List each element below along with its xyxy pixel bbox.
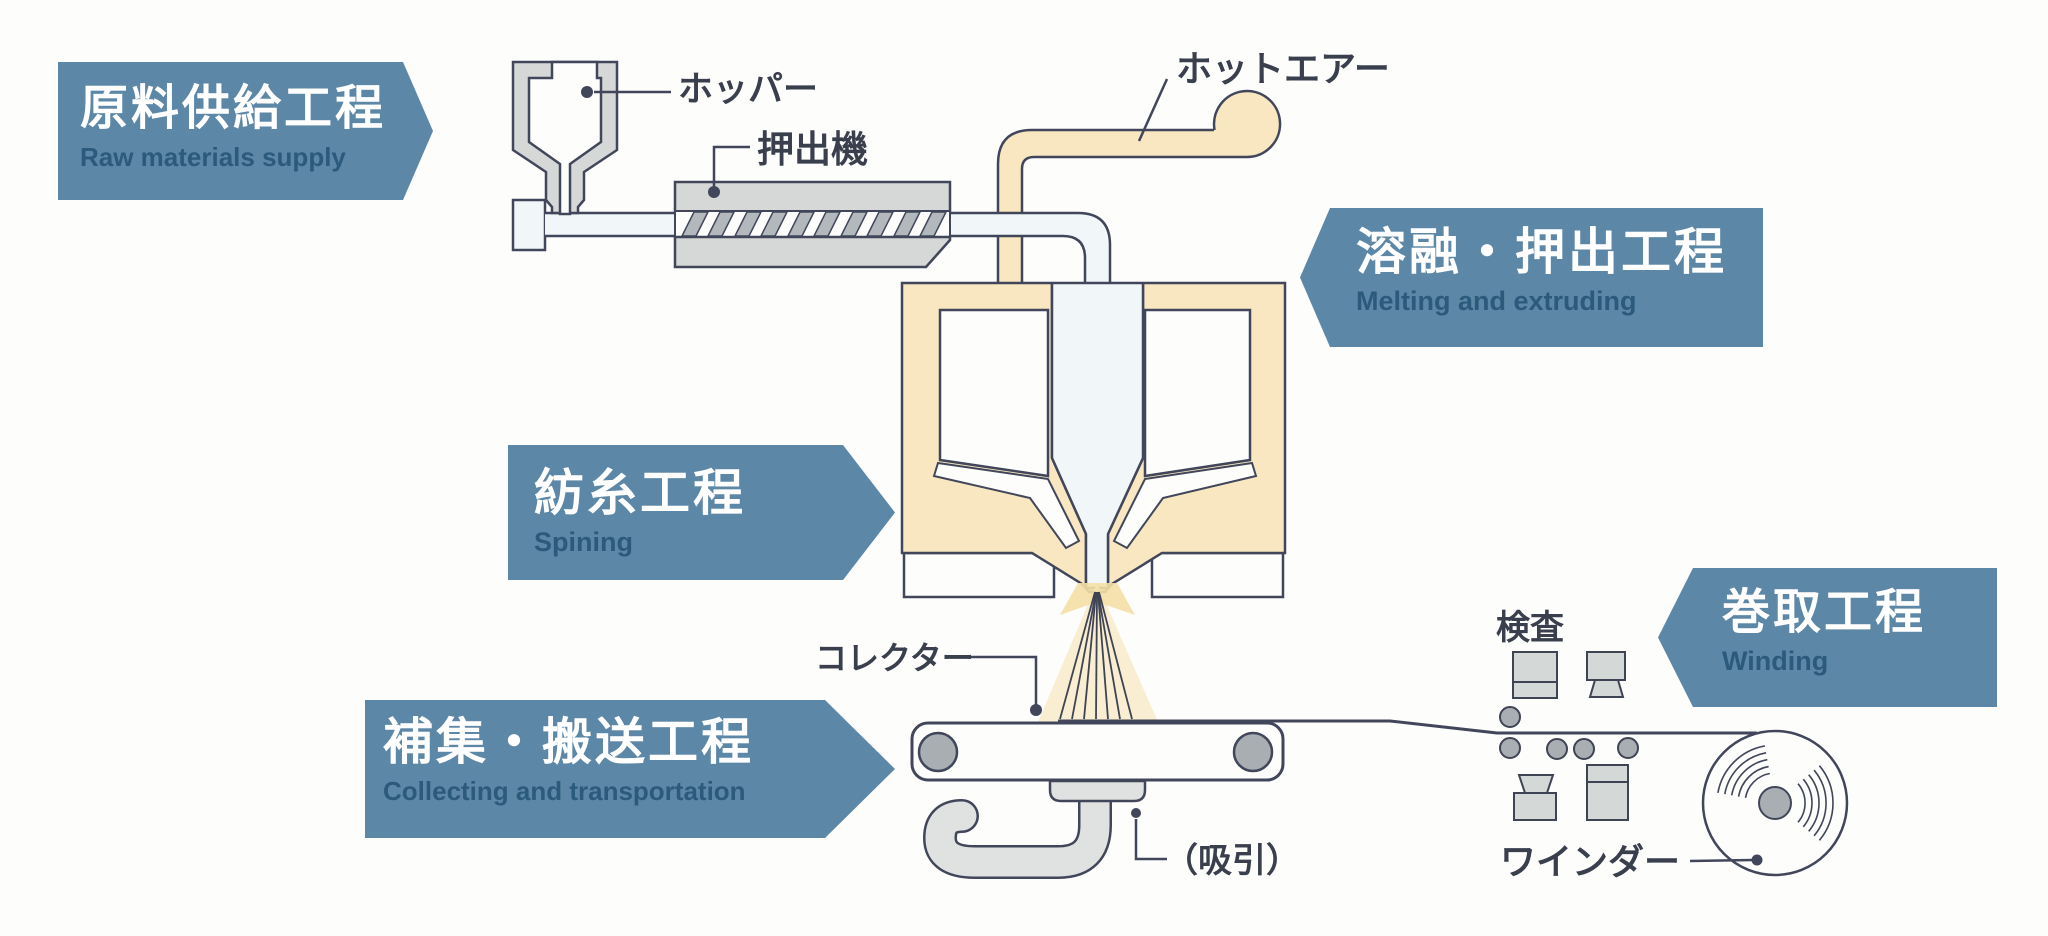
guide-roller-5 (1617, 737, 1639, 759)
collector-label: コレクター (815, 640, 974, 676)
hopper-cavity (527, 60, 603, 216)
hot-air-label: ホットエアー (1176, 48, 1390, 89)
web-line (1058, 719, 1757, 735)
guide-roller-1 (1499, 706, 1521, 728)
fiber-lines (1059, 591, 1133, 720)
die-melt-channel (1052, 284, 1143, 586)
suction-tube (925, 786, 1110, 877)
collector-pointer (962, 655, 1038, 705)
winder-roll (1701, 729, 1849, 877)
suction-flange (1048, 779, 1147, 803)
banner-subtitle: Spining (534, 527, 633, 557)
suction-label: （吸引） (1164, 841, 1300, 880)
banner-title: 巻取工程 (1722, 586, 1927, 639)
banner-subtitle: Winding (1722, 645, 1829, 676)
guide-roller-3 (1546, 738, 1568, 760)
spinneret-spray (1038, 583, 1158, 722)
process-banner-winding: 巻取工程 Winding (1658, 568, 1997, 707)
inspection-box-bottom-right (1586, 764, 1629, 821)
die-bottom-plate-left (902, 551, 1056, 599)
die-air-channel-right (1112, 461, 1258, 550)
guide-roller-2 (1499, 737, 1521, 759)
winder-dot (1751, 854, 1763, 866)
inspection-hood (1517, 774, 1555, 794)
melt-die (900, 281, 1287, 599)
barrel-end-cap (511, 198, 547, 252)
banner-title: 原料供給工程 (80, 82, 387, 135)
hot-air-duct (998, 130, 1245, 283)
banner-title: 補集・搬送工程 (383, 714, 754, 770)
hopper-label: ホッパー (678, 70, 818, 109)
winder-pointer (1689, 858, 1754, 863)
extruder-top-block (673, 180, 952, 214)
inspection-label: 検査 (1496, 609, 1564, 647)
die-bottom-plate-right (1150, 551, 1285, 599)
callouts (594, 78, 1754, 863)
hot-air-pointer (1137, 78, 1169, 142)
extruder (673, 180, 952, 269)
banner-title: 溶融・押出工程 (1356, 224, 1727, 280)
inspection-station (1499, 651, 1639, 821)
extruder-label: 押出機 (757, 129, 868, 170)
callout-dots (581, 86, 1763, 866)
extruder-dot (708, 186, 720, 198)
spray-glow (1038, 583, 1158, 722)
inspection-monitor (1586, 651, 1626, 681)
hopper (511, 60, 619, 216)
process-banner-raw-materials: 原料供給工程 Raw materials supply (58, 62, 433, 200)
belt (910, 721, 1285, 782)
collector-dot (1030, 704, 1042, 716)
hopper-dot (581, 86, 593, 98)
hot-air-pipe (996, 89, 1282, 283)
suction-pointer (1134, 819, 1167, 861)
screw-stripes (680, 211, 948, 237)
process-banner-spinning: 紡糸工程 Spining (508, 445, 895, 580)
extruder-bottom-block (673, 235, 952, 269)
banner-title: 紡糸工程 (534, 465, 746, 521)
die-air-channel-left (932, 461, 1081, 550)
extruder-pointer (712, 145, 750, 188)
banner-subtitle: Collecting and transportation (383, 776, 746, 806)
banner-subtitle: Melting and extruding (1356, 286, 1637, 316)
suction-dot (1131, 808, 1141, 818)
winder-label: ワインダー (1500, 841, 1680, 882)
banner-subtitle: Raw materials supply (80, 141, 346, 172)
inspection-box-bottom-left (1513, 792, 1557, 821)
process-banner-collecting: 補集・搬送工程 Collecting and transportation (365, 700, 895, 838)
suction-pipe (923, 779, 1147, 879)
belt-roller-left (917, 731, 959, 773)
belt-roller-right (1232, 731, 1274, 773)
inspection-box-top-left (1512, 651, 1558, 699)
winder-hub (1758, 786, 1792, 820)
guide-roller-4 (1573, 738, 1595, 760)
collector-belt (910, 721, 1285, 782)
winder-wrap-arcs (1717, 745, 1834, 841)
inspection-monitor-stand (1588, 679, 1625, 698)
process-banner-melting-extruding: 溶融・押出工程 Melting and extruding (1300, 208, 1763, 347)
